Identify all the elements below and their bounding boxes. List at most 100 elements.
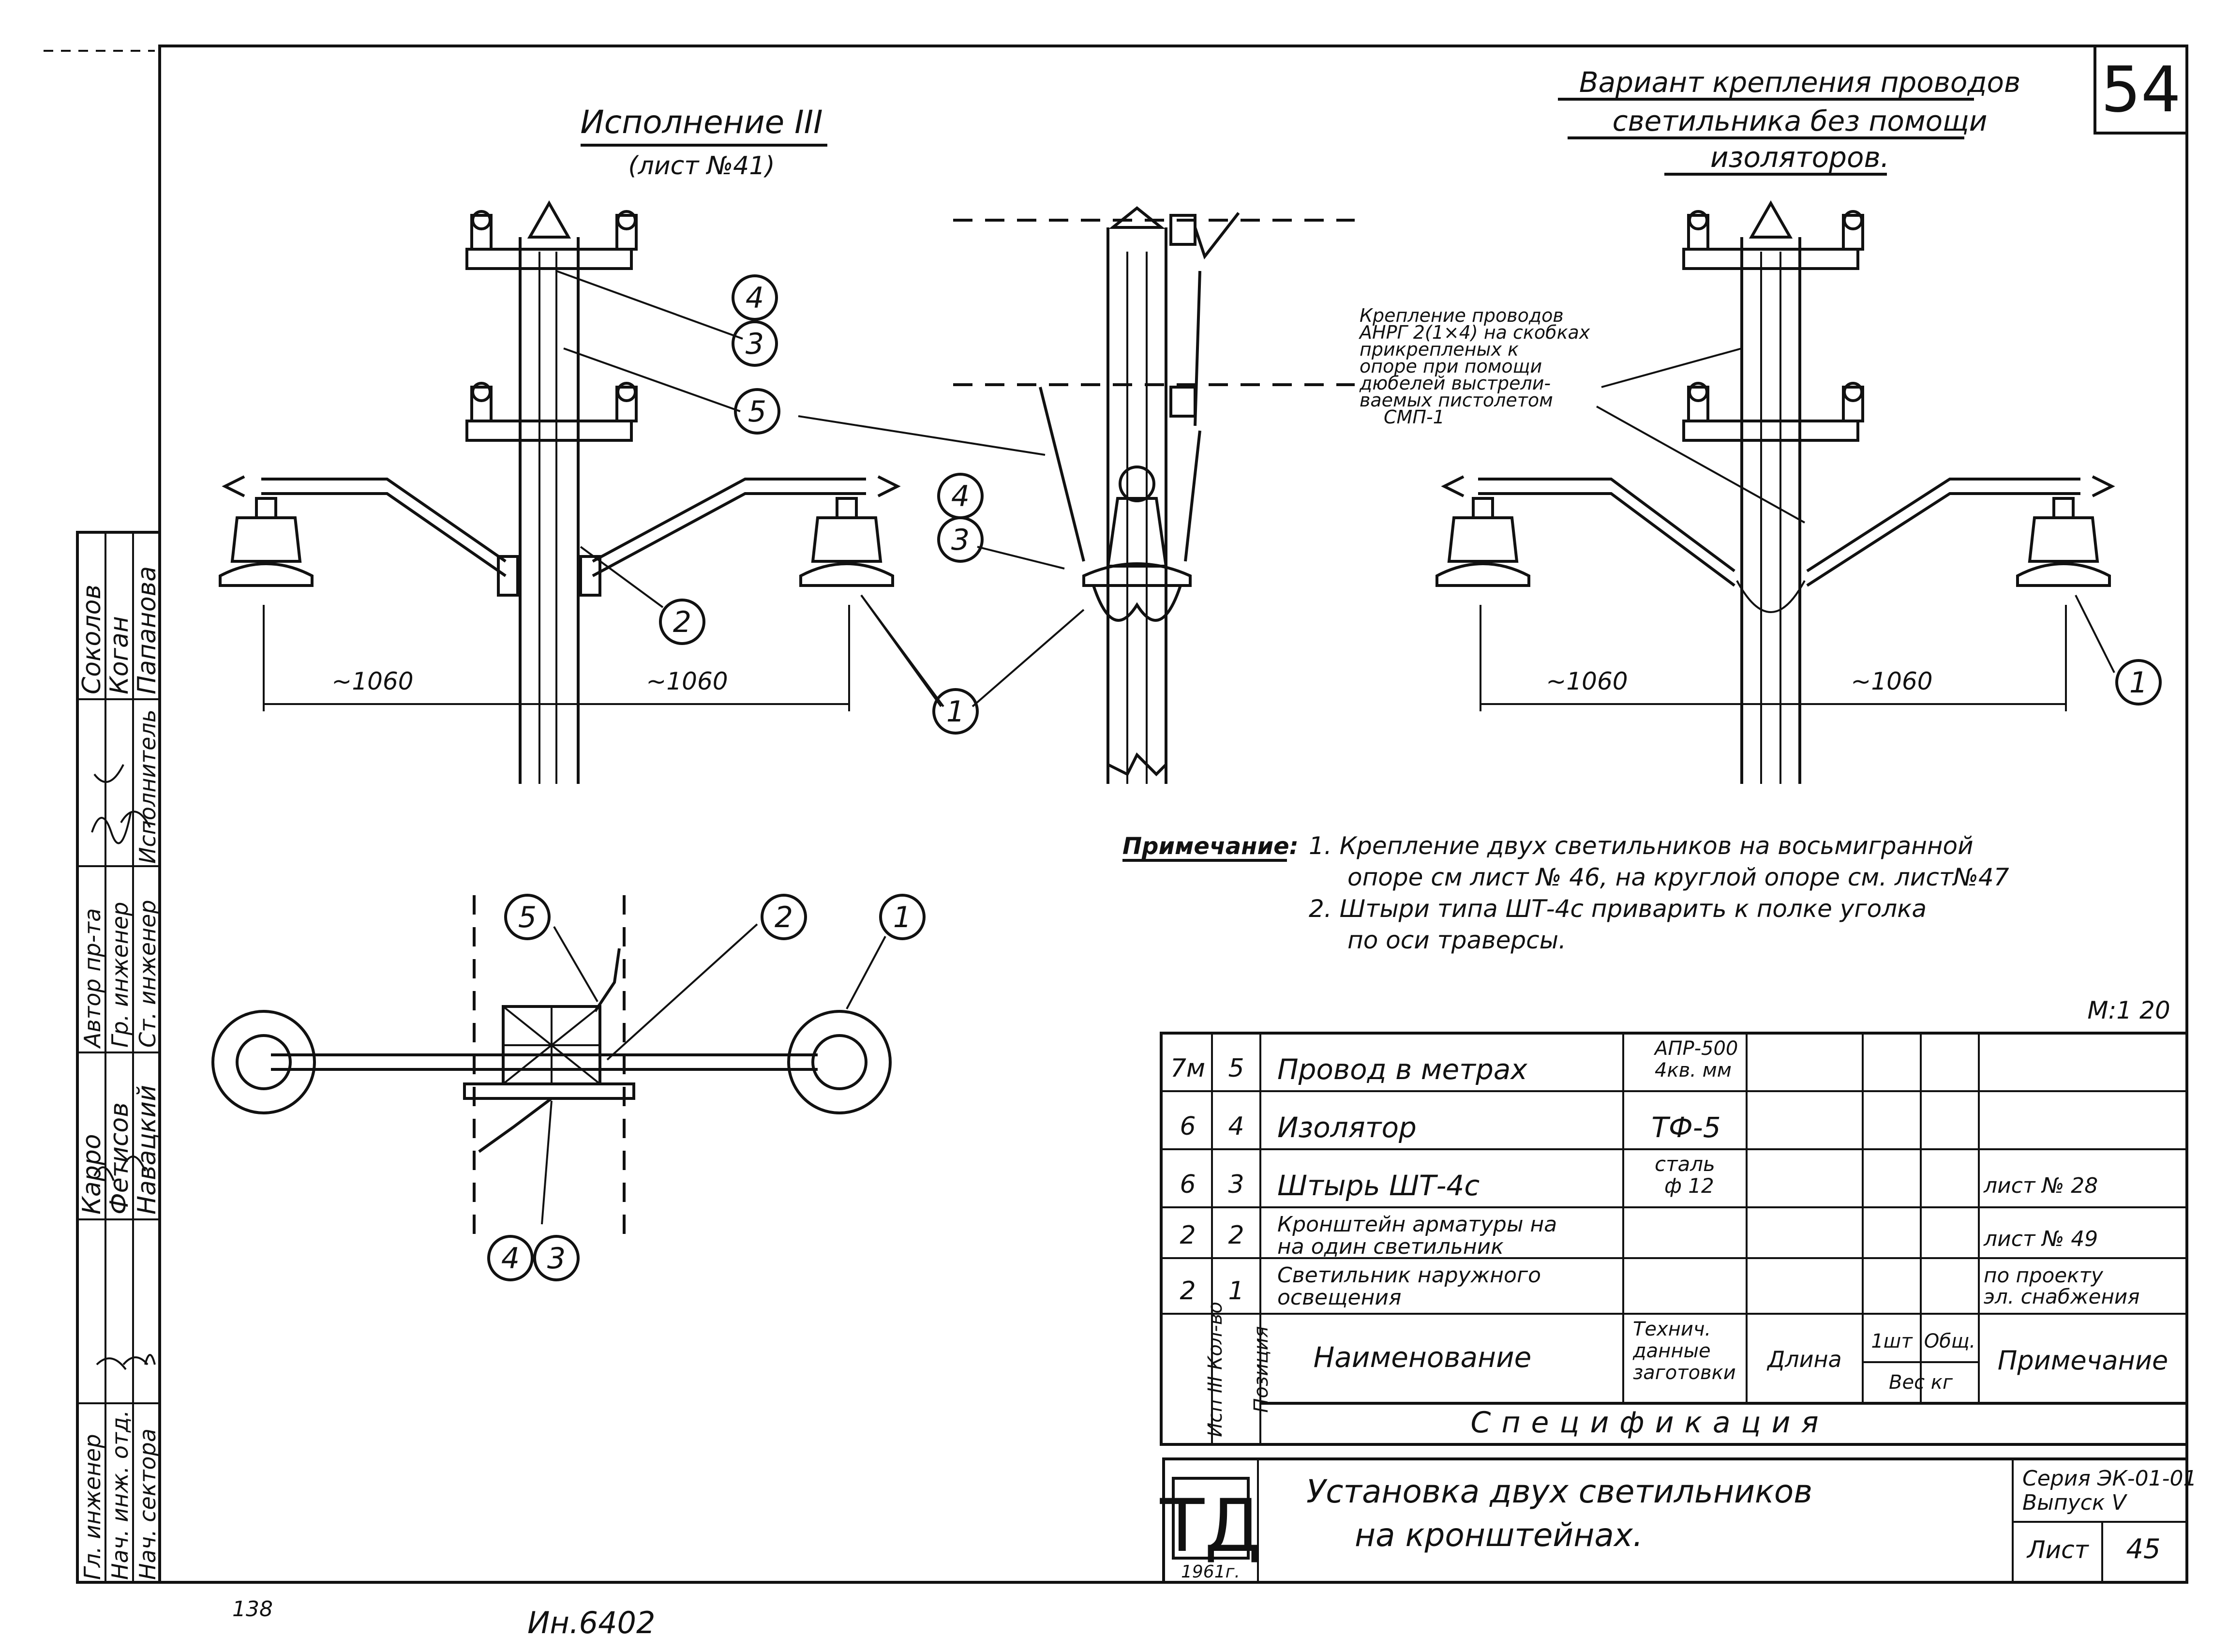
dim-left: ~1060 xyxy=(1546,667,1628,695)
callout: 4 3 5 2 xyxy=(659,274,780,645)
svg-text:2: 2 xyxy=(775,901,793,934)
view-left-subtitle: (лист №41) xyxy=(628,151,775,180)
svg-text:2: 2 xyxy=(1228,1221,1244,1250)
crossarm-bottom xyxy=(1682,420,1859,442)
insulator-icon xyxy=(470,210,638,422)
svg-text:АПР-500: АПР-500 xyxy=(1653,1037,1738,1060)
callout: 1 xyxy=(2115,659,2162,706)
svg-text:Изолятор: Изолятор xyxy=(1277,1111,1417,1144)
svg-text:4: 4 xyxy=(1228,1112,1244,1141)
svg-text:Навацкий: Навацкий xyxy=(133,1085,162,1215)
svg-text:лист № 28: лист № 28 xyxy=(1983,1173,2098,1198)
inventory-number: Ин.6402 xyxy=(527,1605,655,1640)
sheet-value: 45 xyxy=(2126,1533,2160,1565)
callout-note-7: СМП-1 xyxy=(1384,406,1445,428)
bracket-left xyxy=(261,478,507,577)
svg-text:лист № 49: лист № 49 xyxy=(1983,1227,2098,1251)
svg-text:3: 3 xyxy=(1228,1170,1244,1199)
svg-text:Позиция: Позиция xyxy=(1250,1326,1272,1412)
dim-left: ~1060 xyxy=(331,667,413,695)
sheet-number: 54 xyxy=(2101,53,2181,126)
luminaire-icon xyxy=(1435,475,2115,587)
svg-text:1: 1 xyxy=(946,695,965,729)
bracket-right xyxy=(592,478,866,577)
dim-right: ~1060 xyxy=(1851,667,1932,695)
sheet-number-box xyxy=(2093,45,2188,135)
callout-note-1: Крепление проводов xyxy=(1360,305,1564,326)
svg-text:2: 2 xyxy=(1180,1221,1196,1250)
note-label: Примечание: xyxy=(1122,833,1299,860)
insulator-icon xyxy=(1687,210,1864,422)
variant-title-1: Вариант крепления проводов xyxy=(1579,66,2020,99)
svg-text:Папанова: Папанова xyxy=(133,566,162,694)
svg-text:3: 3 xyxy=(746,327,764,361)
page-number: 138 xyxy=(232,1597,273,1622)
svg-text:Карро: Карро xyxy=(77,1134,106,1215)
svg-text:Примечание: Примечание xyxy=(1998,1345,2168,1376)
note: Примечание: 1. Крепление двух светильник… xyxy=(1122,832,2009,954)
series: Серия ЭК-01-01 xyxy=(2022,1466,2197,1491)
callout-note-3: прикрепленых к xyxy=(1360,339,1519,360)
svg-text:заготовки: заготовки xyxy=(1633,1362,1736,1384)
drawing-title-1: Установка двух светильников xyxy=(1306,1473,1812,1510)
svg-text:ф 12: ф 12 xyxy=(1664,1174,1714,1198)
plan-view xyxy=(211,895,892,1239)
sheet-label: Лист xyxy=(2026,1536,2090,1564)
svg-text:2: 2 xyxy=(673,605,691,639)
callout: 5 2 1 4 3 xyxy=(487,894,926,1281)
svg-text:6: 6 xyxy=(1180,1112,1196,1141)
svg-text:5: 5 xyxy=(1228,1054,1244,1083)
crossarm-bottom xyxy=(465,420,633,442)
svg-text:Штырь ШТ-4с: Штырь ШТ-4с xyxy=(1277,1169,1480,1202)
svg-text:1: 1 xyxy=(893,901,912,934)
svg-text:Алексеев: Алексеев xyxy=(154,864,156,867)
svg-text:1шт: 1шт xyxy=(1871,1330,1913,1352)
year: 1961г. xyxy=(1181,1562,1240,1582)
note-line-4: по оси траверсы. xyxy=(1347,926,1566,954)
svg-text:4: 4 xyxy=(951,480,970,513)
variant-title-3: изоляторов. xyxy=(1710,141,1889,174)
callout-note-5: дюбелей выстрели- xyxy=(1359,373,1551,394)
note-line-2: опоре см лист № 46, на круглой опоре см.… xyxy=(1347,863,2009,891)
issue: Выпуск V xyxy=(2022,1490,2127,1515)
signature xyxy=(91,764,156,1370)
svg-text:ТФ-5: ТФ-5 xyxy=(1651,1111,1720,1144)
svg-text:Длина: Длина xyxy=(1766,1346,1842,1372)
spec-caption: Спецификация xyxy=(1470,1406,1829,1440)
svg-text:1: 1 xyxy=(1228,1277,1244,1306)
svg-text:4: 4 xyxy=(746,281,764,315)
svg-text:6: 6 xyxy=(1180,1170,1196,1199)
approval-stamp: Гл. инженер Нач. инж. отд. Нач. сектора … xyxy=(76,531,162,1584)
svg-text:данные: данные xyxy=(1632,1340,1711,1362)
svg-text:Коган: Коган xyxy=(105,616,134,694)
drawing-title-2: на кронштейнах. xyxy=(1355,1517,1643,1554)
svg-text:Гл. инженер: Гл. инженер xyxy=(79,1434,105,1580)
svg-text:5: 5 xyxy=(518,901,537,934)
svg-text:Наименование: Наименование xyxy=(1314,1341,1532,1374)
callout-note-6: ваемых пистолетом xyxy=(1360,390,1553,411)
svg-text:Алексеев: Алексеев xyxy=(154,692,156,695)
scale-label: М:1 20 xyxy=(2087,996,2170,1024)
spec-header: Исп III Кол-во Позиция Наименование Техн… xyxy=(1204,1302,2168,1437)
svg-text:Нач. инж. отд.: Нач. инж. отд. xyxy=(107,1410,133,1580)
view-middle xyxy=(798,206,1355,784)
spec-table xyxy=(1160,1032,2188,1446)
note-line-1: 1. Крепление двух светильников на восьми… xyxy=(1309,832,1974,860)
svg-text:7м: 7м xyxy=(1170,1054,1205,1083)
svg-text:3: 3 xyxy=(951,523,970,557)
svg-text:Общ.: Общ. xyxy=(1924,1330,1976,1352)
variant-title-2: светильника без помощи xyxy=(1613,105,1988,137)
view-left-title: Исполнение III xyxy=(580,104,822,141)
svg-text:2: 2 xyxy=(1180,1277,1196,1306)
callout-note-4: опоре при помощи xyxy=(1360,356,1542,377)
svg-text:Технич.: Технич. xyxy=(1633,1318,1711,1340)
svg-text:4кв. мм: 4кв. мм xyxy=(1655,1059,1732,1081)
svg-text:1: 1 xyxy=(2129,666,2148,700)
luminaire-icon xyxy=(219,475,901,587)
dim-right: ~1060 xyxy=(646,667,728,695)
